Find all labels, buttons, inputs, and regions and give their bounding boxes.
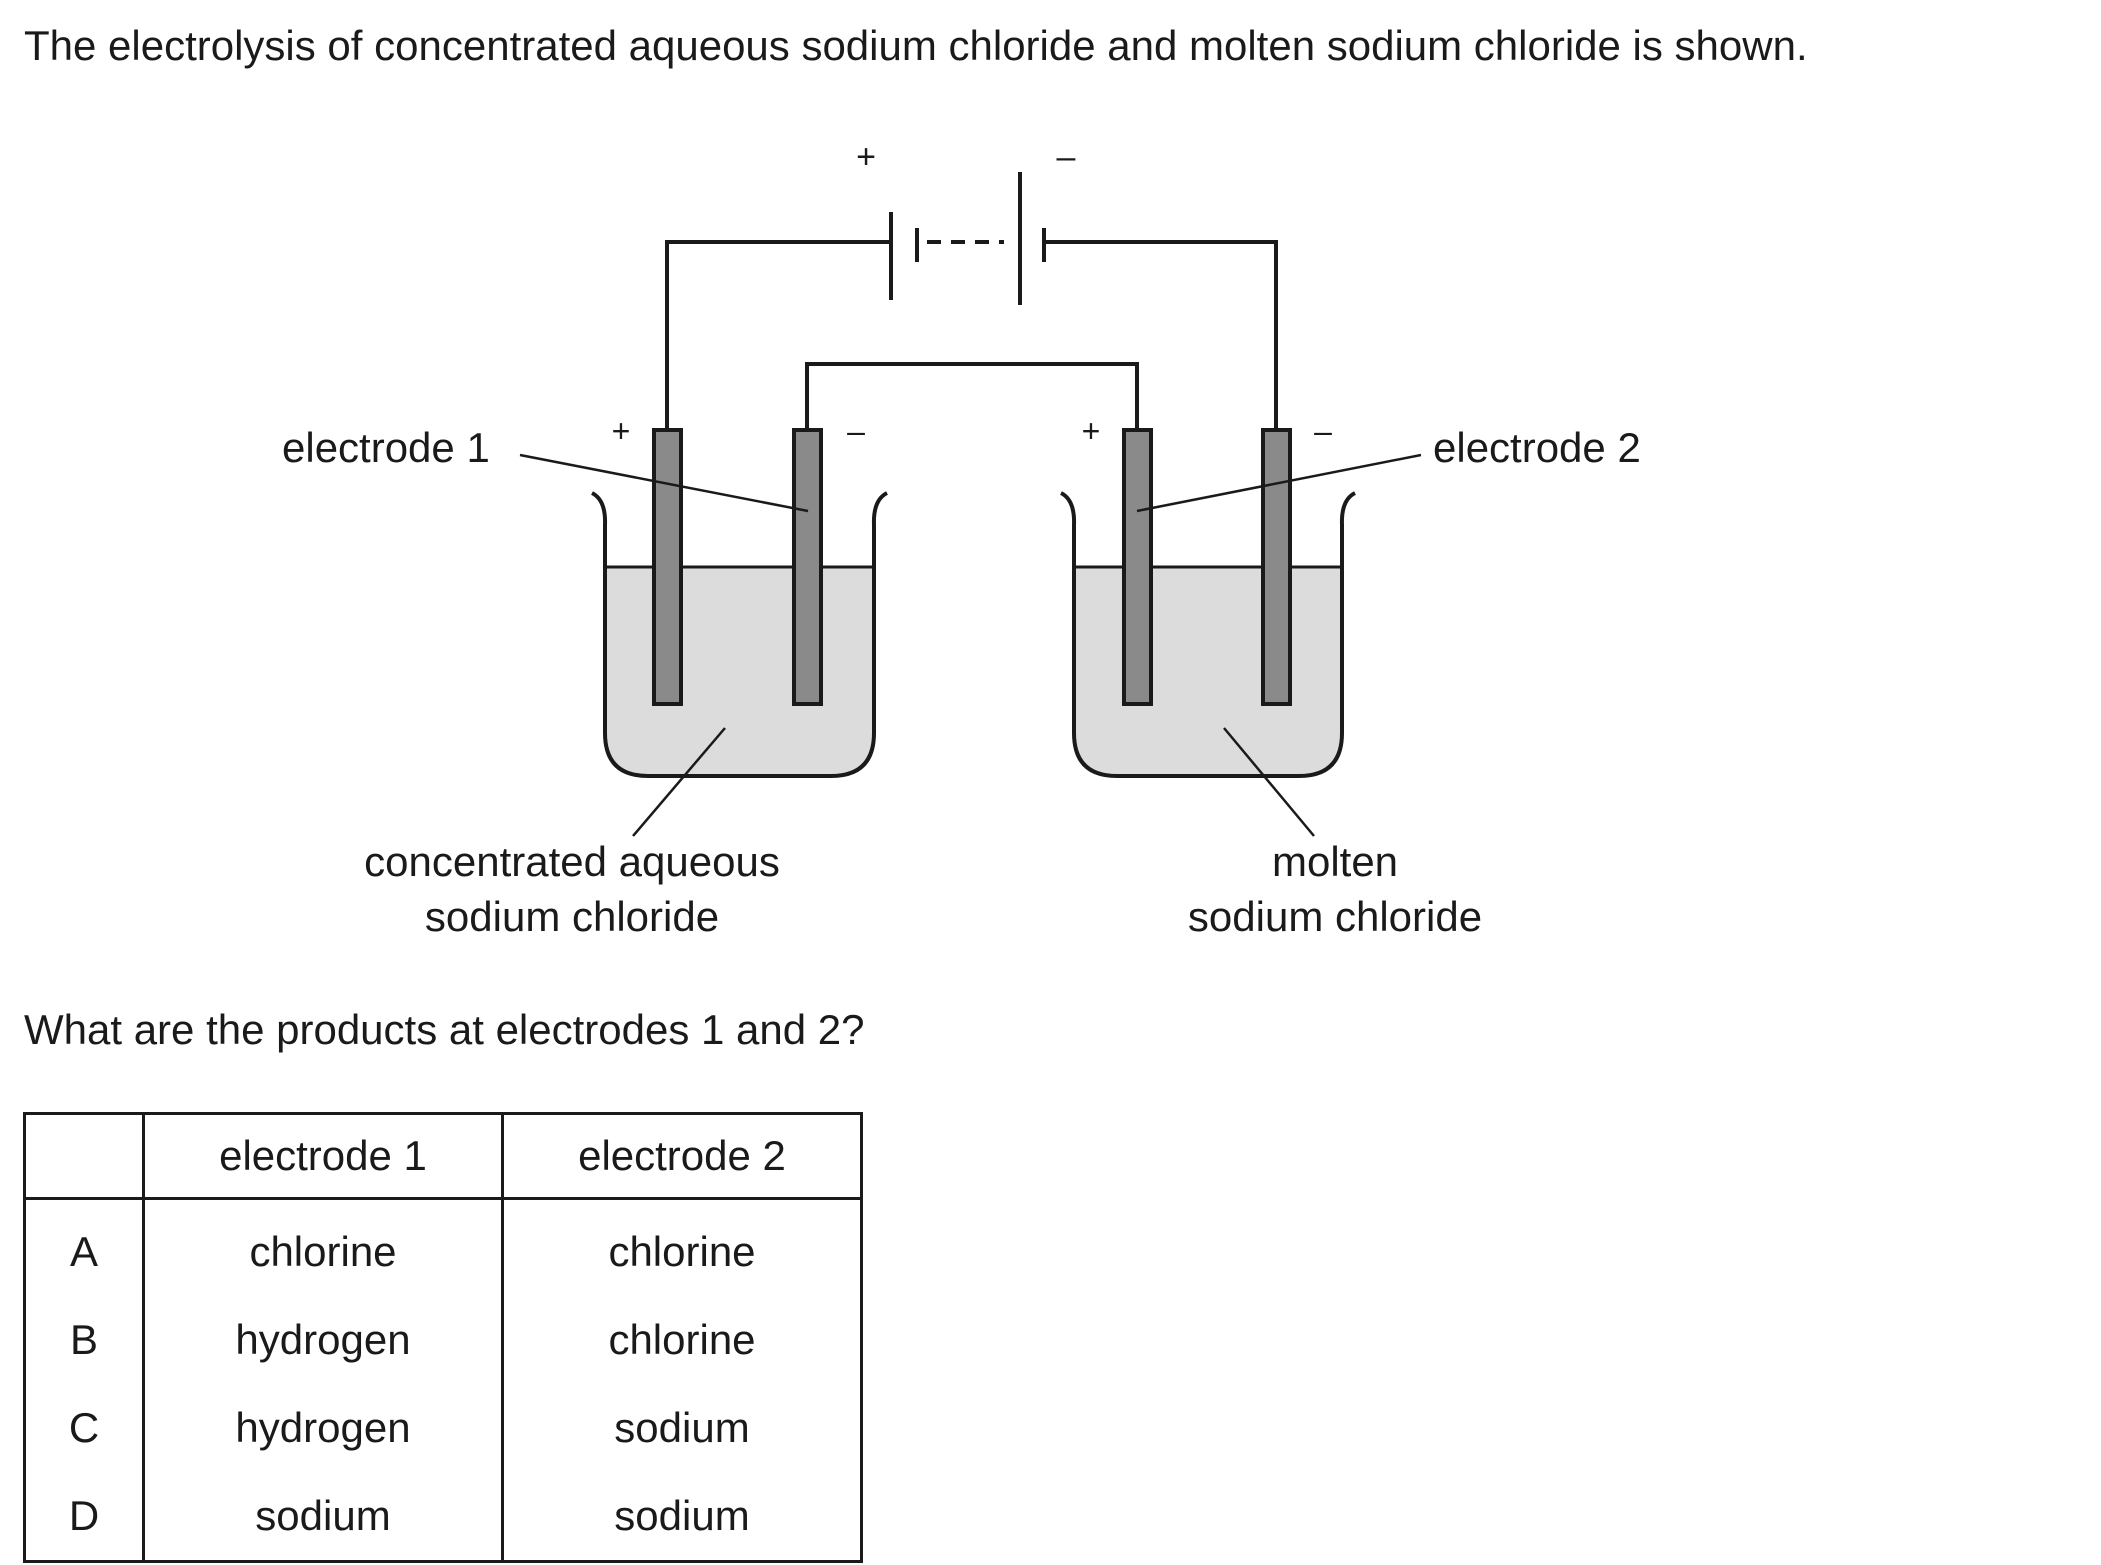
- wire-battery-to-right-cathode: [1044, 240, 1278, 430]
- electrode1-product: chlorine: [142, 1198, 504, 1296]
- table-header-row: electrode 1 electrode 2: [23, 1112, 863, 1200]
- option-letter: C: [23, 1384, 145, 1472]
- electrode-right-cathode-sign: –: [1314, 413, 1332, 449]
- electrode1-product: hydrogen: [142, 1296, 504, 1384]
- question-intro: The electrolysis of concentrated aqueous…: [24, 22, 1808, 69]
- circuit-wires: [665, 240, 1278, 430]
- right-beaker: [1059, 491, 1357, 778]
- left-liquid: [605, 567, 874, 776]
- electrode2-product: chlorine: [501, 1296, 863, 1384]
- header-blank: [23, 1112, 145, 1200]
- battery-symbol: [889, 172, 1046, 305]
- electrode-left-cathode: [792, 428, 823, 706]
- electrode-right-cathode: [1261, 428, 1292, 706]
- right-liquid: [1074, 567, 1342, 776]
- wire-battery-to-electrode1: [665, 240, 891, 430]
- electrode2-product: sodium: [501, 1472, 863, 1563]
- header-electrode1: electrode 1: [142, 1112, 504, 1200]
- electrode-left-cathode-sign: –: [847, 413, 865, 449]
- right-solution-leader: [1223, 727, 1315, 837]
- option-letter: B: [23, 1296, 145, 1384]
- electrode1-product: hydrogen: [142, 1384, 504, 1472]
- right-solution-label-line2: sodium chloride: [1188, 893, 1482, 940]
- answer-options-table: electrode 1 electrode 2 A chlorine chlor…: [23, 1112, 863, 1563]
- electrode1-leader: [519, 453, 809, 513]
- electrode-left-anode-sign: +: [612, 413, 631, 449]
- battery-plus-sign: +: [856, 138, 876, 176]
- electrode1-product: sodium: [142, 1472, 504, 1563]
- electrode2-leader: [1136, 453, 1422, 513]
- battery-minus-sign: –: [1057, 138, 1076, 176]
- electrode-right-anode: [1122, 428, 1153, 706]
- left-solution-leader: [632, 727, 726, 837]
- electrode2-product: chlorine: [501, 1198, 863, 1296]
- header-electrode2: electrode 2: [501, 1112, 863, 1200]
- table-row: A chlorine chlorine: [23, 1198, 863, 1296]
- electrode-right-anode-sign: +: [1082, 413, 1101, 449]
- table-row: D sodium sodium: [23, 1472, 863, 1563]
- left-beaker: [590, 491, 889, 778]
- left-solution-label-line1: concentrated aqueous: [364, 838, 780, 885]
- electrode1-label: electrode 1: [282, 424, 490, 471]
- wire-cell-bridge: [805, 362, 1139, 430]
- option-letter: D: [23, 1472, 145, 1563]
- table-row: B hydrogen chlorine: [23, 1296, 863, 1384]
- electrode2-product: sodium: [501, 1384, 863, 1472]
- question-prompt: What are the products at electrodes 1 an…: [24, 1006, 865, 1053]
- option-letter: A: [23, 1198, 145, 1296]
- electrolysis-diagram: + – + – + – electrode 1 electrode 2 conc…: [282, 138, 1641, 940]
- electrode2-label: electrode 2: [1433, 424, 1641, 471]
- right-solution-label-line1: molten: [1272, 838, 1398, 885]
- table-row: C hydrogen sodium: [23, 1384, 863, 1472]
- left-solution-label-line2: sodium chloride: [425, 893, 719, 940]
- leader-lines: [519, 453, 1422, 837]
- electrode-left-anode: [652, 428, 683, 706]
